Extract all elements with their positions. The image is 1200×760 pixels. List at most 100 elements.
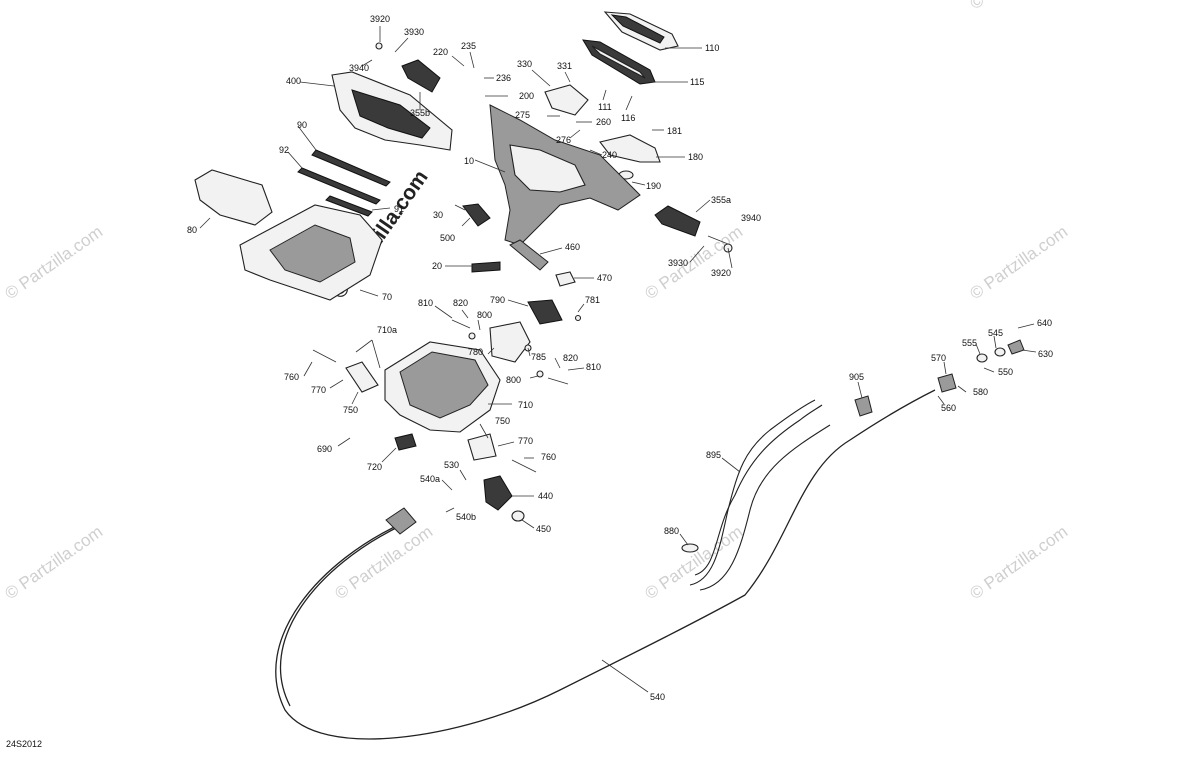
hose-895-outer <box>699 424 831 591</box>
callout-236: 236 <box>496 73 511 83</box>
part-91-strip <box>325 195 373 217</box>
part-3930r-bolt <box>707 235 729 245</box>
part-470 <box>555 271 576 287</box>
callout-555: 555 <box>962 338 977 348</box>
part-450 <box>511 510 525 522</box>
part-750-cylinder <box>345 361 379 393</box>
callout-70: 70 <box>382 292 392 302</box>
callout-810b: 810 <box>586 362 601 372</box>
callout-500: 500 <box>440 233 455 243</box>
part-790 <box>527 299 563 325</box>
callout-3940-right: 3940 <box>741 213 761 223</box>
callout-750b: 750 <box>495 416 510 426</box>
callout-275: 275 <box>515 110 530 120</box>
callout-90: 90 <box>297 120 307 130</box>
callout-355b: 355b <box>410 108 430 118</box>
callout-331: 331 <box>557 61 572 71</box>
callout-116: 116 <box>621 113 635 123</box>
callout-580: 580 <box>973 387 988 397</box>
part-780-housing <box>489 321 531 363</box>
part-440 <box>483 475 513 511</box>
callout-30: 30 <box>433 210 443 220</box>
watermark: © Partzilla.com <box>966 0 1071 13</box>
callout-3920: 3920 <box>370 14 390 24</box>
part-540a-spring <box>385 507 417 535</box>
watermark: © Partzilla.com <box>641 522 746 603</box>
callout-440: 440 <box>538 491 553 501</box>
part-3920-washer <box>375 42 383 50</box>
callout-810: 810 <box>418 298 433 308</box>
throttle-cable-540-inner <box>279 525 401 707</box>
part-115-trim-inner <box>591 45 646 79</box>
callout-530: 530 <box>444 460 459 470</box>
callout-111: 111 <box>598 102 612 112</box>
callout-10: 10 <box>464 156 474 166</box>
part-460 <box>509 239 549 271</box>
part-355a-grip <box>654 205 701 237</box>
throttle-cable-540 <box>275 389 936 740</box>
part-720 <box>394 433 417 451</box>
callout-570: 570 <box>931 353 946 363</box>
callout-750: 750 <box>343 405 358 415</box>
part-880-clip <box>681 543 699 553</box>
part-20 <box>471 261 501 273</box>
callout-800b: 800 <box>506 375 521 385</box>
part-555 <box>976 353 988 363</box>
part-10-stem-inner <box>509 144 586 193</box>
callout-540: 540 <box>650 692 665 702</box>
callout-115: 115 <box>690 77 704 87</box>
part-750b-cylinder <box>467 433 497 461</box>
callout-820: 820 <box>453 298 468 308</box>
part-500 <box>462 203 491 227</box>
callout-895: 895 <box>706 450 721 460</box>
callout-710a: 710a <box>377 325 397 335</box>
callout-110: 110 <box>705 43 719 53</box>
watermark: © Partzilla.com <box>1 222 106 303</box>
part-400-inner <box>351 89 431 139</box>
callout-710: 710 <box>518 400 533 410</box>
callout-355a: 355a <box>711 195 731 205</box>
cables <box>275 389 936 740</box>
callout-3930-right: 3930 <box>668 258 688 268</box>
callout-780: 780 <box>468 347 483 357</box>
parts <box>194 11 1025 553</box>
part-810-bolt <box>451 319 471 329</box>
callout-3940: 3940 <box>349 63 369 73</box>
callout-276: 276 <box>556 135 571 145</box>
callout-220: 220 <box>433 47 448 57</box>
callout-550: 550 <box>998 367 1013 377</box>
callout-540b: 540b <box>456 512 476 522</box>
callout-560: 560 <box>941 403 956 413</box>
hose-895-inner <box>694 404 823 576</box>
callout-880: 880 <box>664 526 679 536</box>
callout-760: 760 <box>284 372 299 382</box>
part-545 <box>994 347 1006 357</box>
callout-3920-right: 3920 <box>711 268 731 278</box>
callouts: 110 115 116 111 181 180 190 355a 3940 39… <box>187 14 1053 702</box>
callout-400: 400 <box>286 76 301 86</box>
callout-3930: 3930 <box>404 27 424 37</box>
part-800b <box>536 370 544 378</box>
callout-790: 790 <box>490 295 505 305</box>
part-710-inner <box>399 351 489 419</box>
callout-770: 770 <box>311 385 326 395</box>
callout-760b: 760 <box>541 452 556 462</box>
callout-785: 785 <box>531 352 546 362</box>
part-80-plate <box>194 169 273 226</box>
callout-770b: 770 <box>518 436 533 446</box>
hose-895 <box>689 399 816 586</box>
part-810b-bolt <box>547 377 569 385</box>
part-800 <box>468 332 476 340</box>
part-330-cover <box>544 84 589 116</box>
watermark: © Partzilla.com <box>966 522 1071 603</box>
part-760b-bolt <box>511 459 537 473</box>
callout-450: 450 <box>536 524 551 534</box>
callout-820b: 820 <box>563 353 578 363</box>
part-355b-grip <box>401 59 441 93</box>
callout-91: 91 <box>394 204 404 214</box>
callout-181: 181 <box>667 126 682 136</box>
watermark: © Partzilla.com <box>1 522 106 603</box>
callout-800: 800 <box>477 310 492 320</box>
callout-200: 200 <box>519 91 534 101</box>
